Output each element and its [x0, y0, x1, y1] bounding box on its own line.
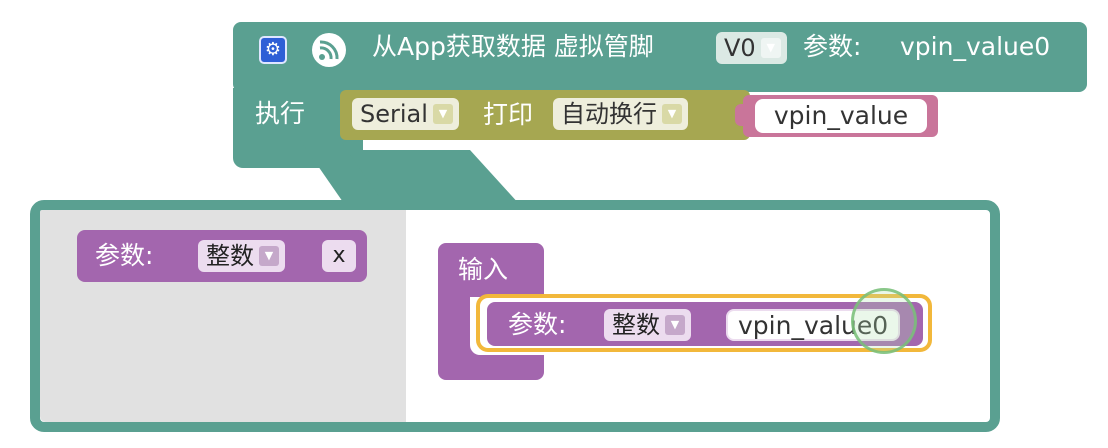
- flyout-param-type-value: 整数: [206, 242, 254, 270]
- container-param-type-dropdown[interactable]: 整数 ▼: [604, 309, 691, 341]
- variable-name-field[interactable]: vpin_value: [755, 99, 927, 133]
- chevron-down-icon: ▼: [432, 104, 453, 124]
- flyout-param-name-field[interactable]: x: [322, 240, 356, 272]
- do-label: 执行: [255, 99, 306, 128]
- container-param-type-value: 整数: [612, 311, 660, 339]
- wifi-signal-icon: [312, 33, 346, 67]
- print-mode-dropdown[interactable]: 自动换行 ▼: [553, 98, 688, 130]
- virtual-pin-dropdown[interactable]: V0 ▼: [716, 32, 787, 64]
- chevron-down-icon: ▼: [259, 246, 279, 266]
- chevron-down-icon: ▼: [662, 104, 682, 124]
- selected-block-highlight: [476, 294, 932, 352]
- click-indicator: [851, 288, 917, 354]
- print-label: 打印: [483, 100, 534, 129]
- chevron-down-icon: ▼: [665, 315, 685, 335]
- serial-port-value: Serial: [360, 100, 428, 128]
- print-mode-value: 自动换行: [561, 100, 657, 128]
- param-label: 参数:: [803, 32, 862, 61]
- param-name: vpin_value0: [900, 32, 1051, 61]
- serial-port-dropdown[interactable]: Serial ▼: [352, 98, 459, 130]
- gear-icon[interactable]: ⚙: [259, 36, 287, 64]
- flyout-param-label: 参数:: [95, 241, 154, 270]
- app-data-event-block[interactable]: [233, 22, 1087, 92]
- input-container-label: 输入: [458, 255, 509, 284]
- container-param-label: 参数:: [508, 310, 567, 339]
- flyout-param-type-dropdown[interactable]: 整数 ▼: [198, 240, 285, 272]
- virtual-pin-value: V0: [724, 34, 756, 62]
- chevron-down-icon: ▼: [760, 38, 781, 58]
- event-block-title: 从App获取数据 虚拟管脚: [372, 32, 654, 61]
